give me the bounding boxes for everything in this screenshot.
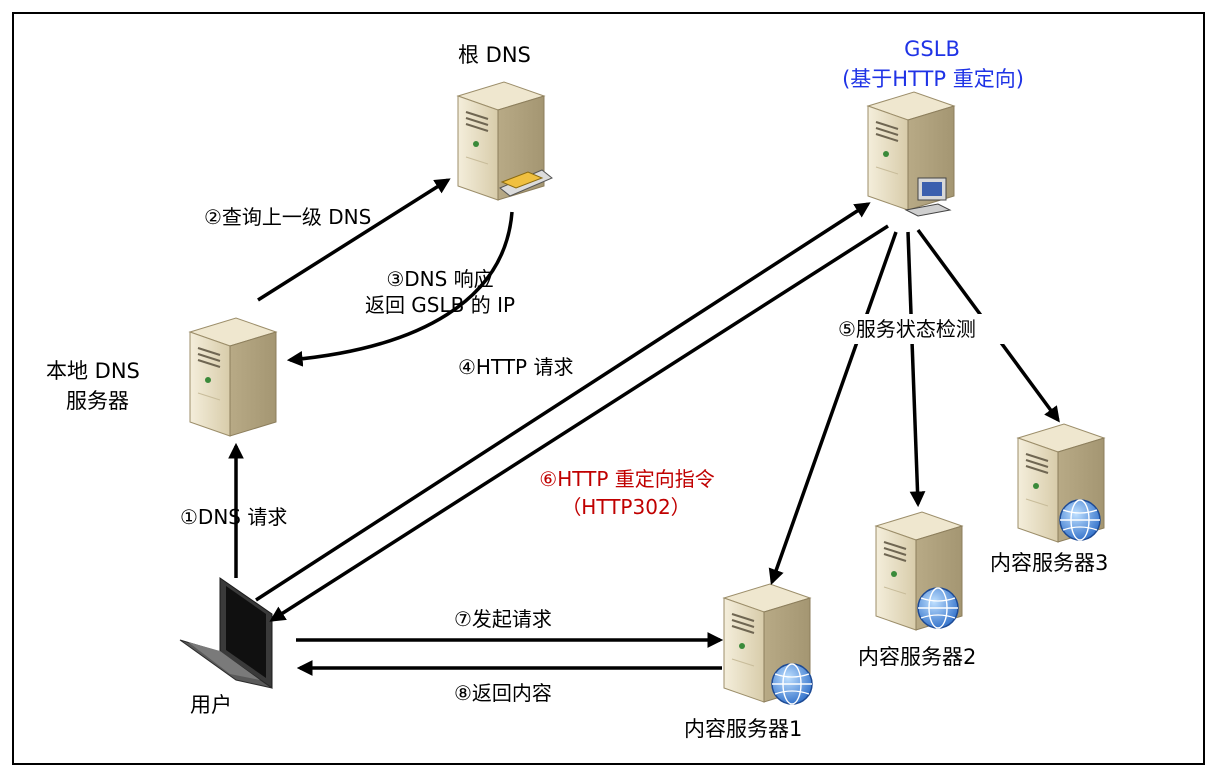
laptop-icon: [179, 577, 273, 689]
step7-label: ⑦发起请求: [454, 607, 552, 631]
content-server-3-icon: [1017, 423, 1105, 543]
globe-icon: [917, 587, 959, 629]
diagram-frame: [12, 12, 1205, 765]
arrow-http-redirect: [269, 224, 889, 622]
step1-label: ①DNS 请求: [180, 505, 288, 529]
gslb-title: GSLB: [904, 37, 960, 61]
step8-label: ⑧返回内容: [454, 681, 552, 705]
arrow-query-upper-dns: [257, 178, 451, 302]
step2-label: ②查询上一级 DNS: [204, 205, 372, 229]
user-label: 用户: [190, 693, 232, 717]
step3-label-line1: ③DNS 响应: [386, 267, 494, 291]
content-server-2-label: 内容服务器2: [858, 645, 977, 669]
step3-label-line2: 返回 GSLB 的 IP: [364, 293, 516, 317]
step5-label: ⑤服务状态检测: [838, 317, 976, 341]
local-dns-label-line2: 服务器: [66, 389, 129, 413]
step6-label-line1: ⑥HTTP 重定向指令: [539, 467, 715, 491]
arrow-health-check-1: [768, 231, 898, 585]
content-server-3-label: 内容服务器3: [990, 551, 1109, 575]
content-server-1-label: 内容服务器1: [684, 717, 803, 741]
globe-icon: [771, 663, 813, 705]
gslb-subtitle: (基于HTTP 重定向): [842, 67, 1024, 91]
step4-label: ④HTTP 请求: [458, 355, 574, 379]
gslb-server-icon: [867, 91, 955, 217]
arrow-dns-response: [286, 211, 514, 367]
root-dns-server-icon: [457, 81, 553, 201]
globe-icon: [1059, 499, 1101, 541]
arrow-http-request: [255, 202, 871, 602]
local-dns-server-icon: [189, 317, 277, 437]
content-server-2-icon: [875, 511, 963, 631]
arrow-health-check-2: [906, 231, 926, 508]
content-server-1-icon: [723, 583, 813, 705]
step6-label-line2: （HTTP302）: [561, 495, 691, 519]
root-dns-label: 根 DNS: [458, 43, 531, 67]
local-dns-label-line1: 本地 DNS: [46, 359, 140, 383]
